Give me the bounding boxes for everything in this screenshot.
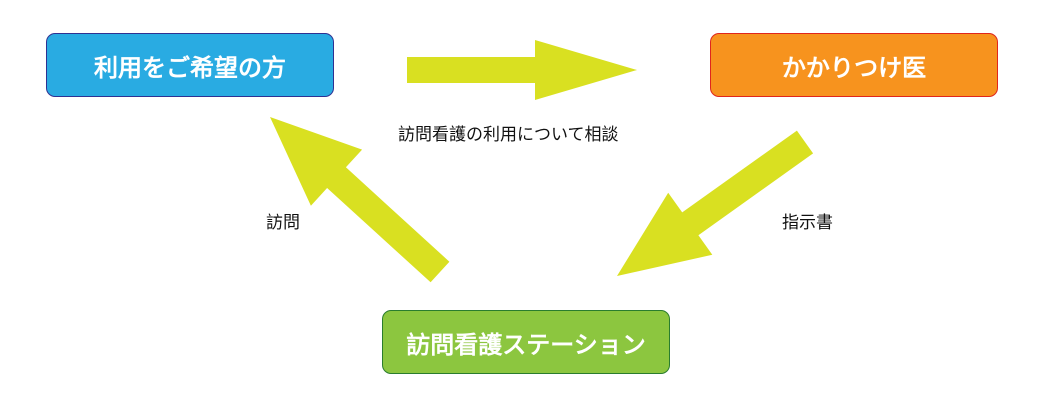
node-doctor-label: かかりつけ医 xyxy=(781,53,927,82)
arrow-doctor-to-station xyxy=(617,130,814,276)
node-station: 訪問看護ステーション xyxy=(382,310,670,374)
arrow-station-to-user xyxy=(270,117,450,283)
edge-visit-label: 訪問 xyxy=(266,213,300,233)
arrow-user-to-doctor xyxy=(407,40,637,100)
node-station-label: 訪問看護ステーション xyxy=(406,330,646,359)
node-user-label: 利用をご希望の方 xyxy=(94,53,286,82)
node-user: 利用をご希望の方 xyxy=(46,33,334,97)
node-doctor: かかりつけ医 xyxy=(710,33,998,97)
edge-consult-label: 訪問看護の利用について相談 xyxy=(398,125,619,145)
edge-instruction-label: 指示書 xyxy=(782,213,833,233)
